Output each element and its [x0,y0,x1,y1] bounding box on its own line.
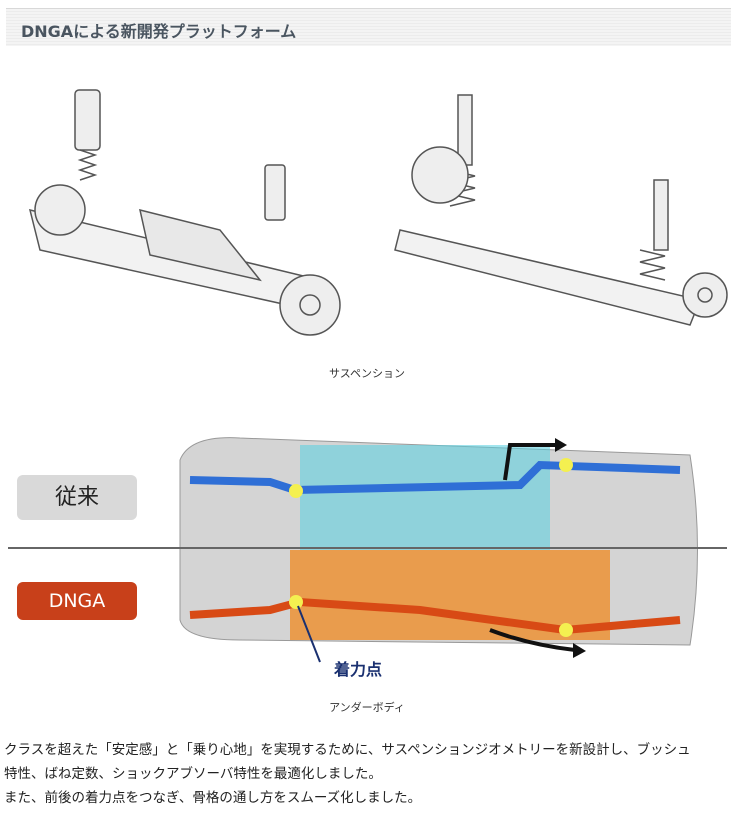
label-old: 従来 [17,475,137,520]
underbody-caption: アンダーボディ [329,701,405,714]
underbody-diagram [8,437,727,663]
description: クラスを超えた「安定感」と「乗り心地」を実現するために、サスペンションジオメトリ… [4,738,691,810]
load-point-old-front [289,484,303,498]
callout-load-point: 着力点 [334,660,383,679]
description-line: また、前後の着力点をつなぎ、骨格の通し方をスムーズ化しました。 [4,790,422,806]
load-point-old-rear [559,458,573,472]
load-point-new-rear [559,623,573,637]
load-point-new-front [289,595,303,609]
arrow-new [489,628,576,652]
front-suspension-drawing [28,89,341,336]
description-line: 特性、ばね定数、ショックアブソーバ特性を最適化しました。 [4,766,382,782]
suspension-caption: サスペンション [328,367,405,380]
rear-suspension-drawing [394,94,728,326]
description-line: クラスを超えた「安定感」と「乗り心地」を実現するために、サスペンションジオメトリ… [4,742,691,758]
arrow-old [503,443,555,481]
label-dnga: DNGA [17,582,137,620]
suspension-illustration [28,89,728,336]
section-title: DNGAによる新開発プラットフォーム [21,22,297,41]
section-header: DNGAによる新開発プラットフォーム [6,8,731,46]
new-frame-rail [189,597,681,635]
